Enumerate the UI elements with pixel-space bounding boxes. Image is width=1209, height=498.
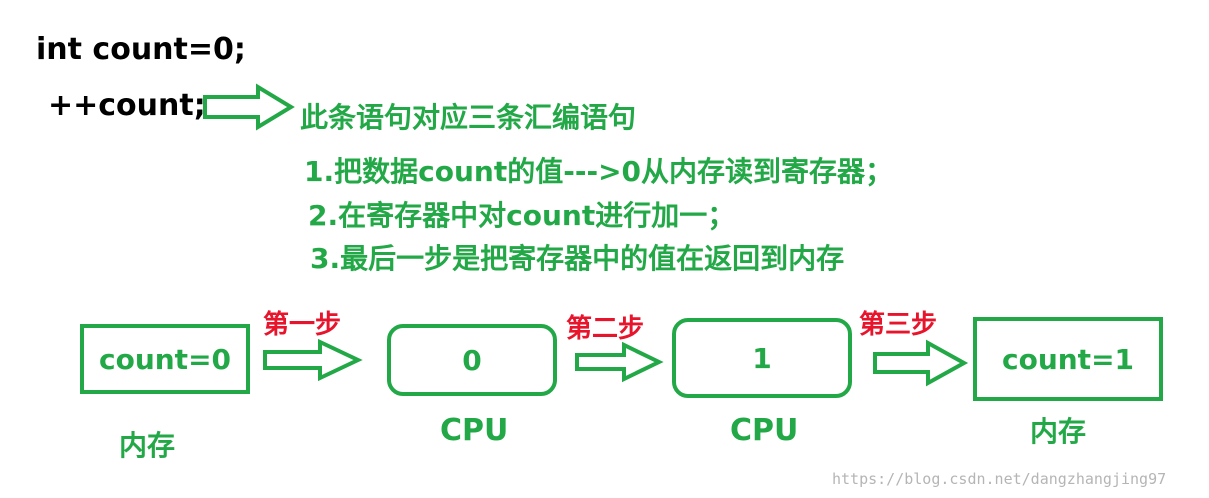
step-3-label: 第三步 — [859, 310, 938, 340]
memory-box-before: count=0 — [80, 324, 250, 394]
explanation-heading: 此条语句对应三条汇编语句 — [300, 101, 637, 134]
cpu-register-box-before: 0 — [387, 324, 557, 396]
step-1-label: 第一步 — [263, 310, 342, 340]
hollow-arrow-icon — [203, 83, 295, 131]
step-2-arrow-icon — [575, 341, 664, 383]
explanation-step-1: 1.把数据count的值--->0从内存读到寄存器； — [304, 155, 894, 188]
step-1-arrow-icon — [263, 338, 363, 382]
explanation-step-3: 3.最后一步是把寄存器中的值在返回到内存 — [310, 242, 845, 275]
cpu-caption-after: CPU — [730, 413, 799, 448]
code-line-declaration: int count=0; — [36, 32, 246, 67]
watermark: https://blog.csdn.net/dangzhangjing97 — [832, 470, 1167, 488]
memory-caption-before: 内存 — [119, 429, 176, 462]
step-3-arrow-icon — [873, 339, 969, 387]
step-2-label: 第二步 — [566, 314, 645, 344]
explanation-step-2: 2.在寄存器中对count进行加一； — [308, 199, 736, 232]
cpu-value-after: 1 — [752, 341, 772, 375]
cpu-register-box-after: 1 — [672, 318, 852, 398]
cpu-value-before: 0 — [462, 343, 482, 377]
cpu-caption-before: CPU — [440, 413, 509, 448]
memory-value-before: count=0 — [98, 342, 232, 376]
memory-caption-after: 内存 — [1030, 415, 1087, 448]
memory-box-after: count=1 — [973, 317, 1163, 401]
code-line-increment: ++count; — [48, 88, 206, 123]
memory-value-after: count=1 — [1001, 342, 1135, 376]
